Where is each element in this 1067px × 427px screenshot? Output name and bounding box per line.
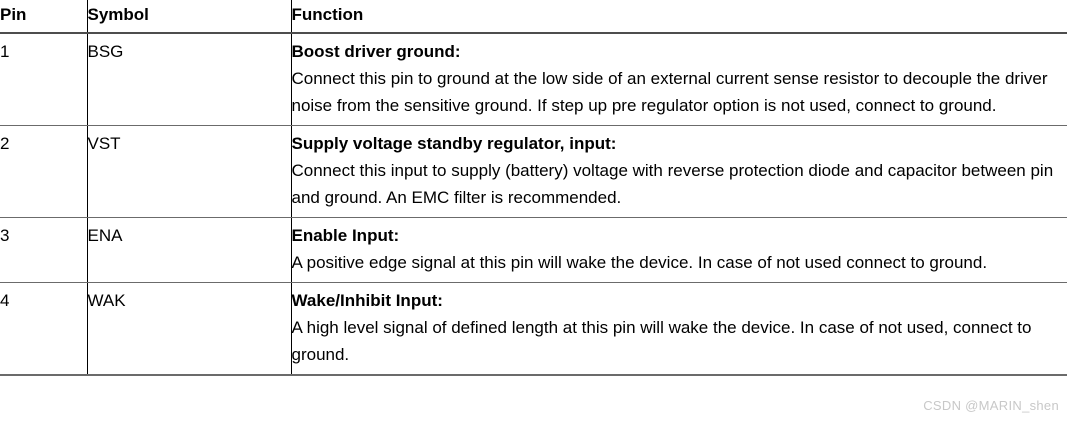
column-header-symbol: Symbol	[86, 0, 291, 34]
pin-function-table: Pin Symbol Function 1 BSG Boost driver g…	[0, 0, 1067, 376]
watermark: CSDN @MARIN_shen	[923, 398, 1059, 413]
cell-symbol: VST	[86, 125, 291, 218]
cell-symbol: BSG	[86, 33, 291, 126]
function-description: A positive edge signal at this pin will …	[291, 253, 988, 272]
function-title: Supply voltage standby regulator, input:	[291, 134, 617, 153]
function-title: Boost driver ground:	[291, 42, 461, 61]
table-body: 1 BSG Boost driver ground: Connect this …	[0, 33, 1067, 376]
column-header-pin: Pin	[0, 0, 87, 34]
cell-symbol: WAK	[86, 282, 291, 376]
cell-pin: 3	[0, 217, 87, 283]
table-row: 1 BSG Boost driver ground: Connect this …	[0, 33, 1067, 126]
function-description: A high level signal of defined length at…	[291, 318, 1032, 364]
table-header-row: Pin Symbol Function	[0, 0, 1067, 34]
cell-pin: 4	[0, 282, 87, 376]
table-row: 4 WAK Wake/Inhibit Input: A high level s…	[0, 282, 1067, 376]
cell-function: Wake/Inhibit Input: A high level signal …	[290, 282, 1067, 376]
function-description: Connect this pin to ground at the low si…	[291, 69, 1048, 115]
function-title: Enable Input:	[291, 226, 400, 245]
table-row: 2 VST Supply voltage standby regulator, …	[0, 125, 1067, 218]
cell-function: Boost driver ground: Connect this pin to…	[290, 33, 1067, 126]
cell-function: Supply voltage standby regulator, input:…	[290, 125, 1067, 218]
cell-pin: 1	[0, 33, 87, 126]
function-description: Connect this input to supply (battery) v…	[291, 161, 1054, 207]
table-row: 3 ENA Enable Input: A positive edge sign…	[0, 217, 1067, 283]
column-header-function: Function	[290, 0, 1067, 34]
function-title: Wake/Inhibit Input:	[291, 291, 443, 310]
table-header: Pin Symbol Function	[0, 0, 1067, 34]
cell-pin: 2	[0, 125, 87, 218]
cell-symbol: ENA	[86, 217, 291, 283]
cell-function: Enable Input: A positive edge signal at …	[290, 217, 1067, 283]
